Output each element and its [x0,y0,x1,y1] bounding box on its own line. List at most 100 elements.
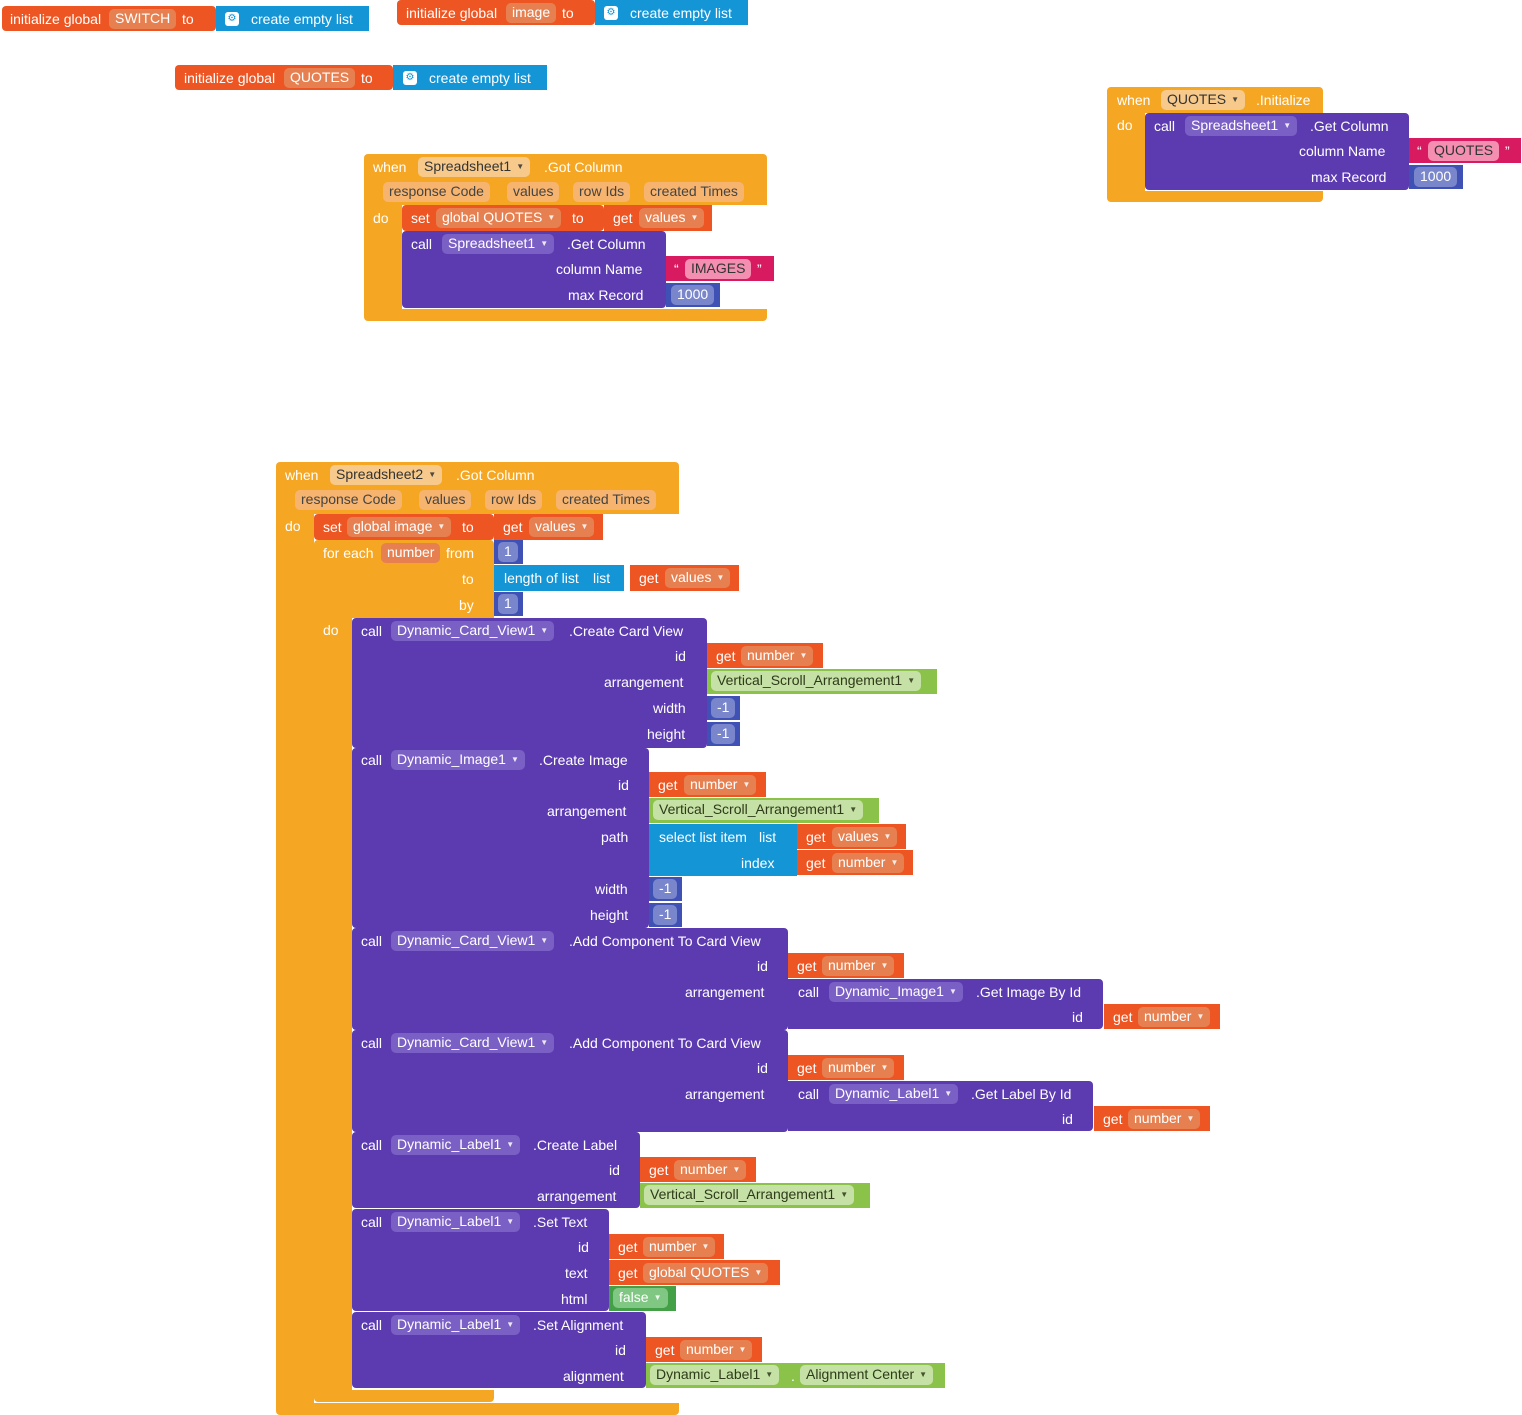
quote-close: ” [1505,143,1510,159]
variable-dropdown[interactable]: values▼ [665,568,731,588]
variable-dropdown[interactable]: number▼ [674,1160,747,1180]
number-value[interactable]: 1000 [1414,167,1458,187]
list-label: list [759,829,777,845]
variable-dropdown[interactable]: number▼ [832,853,905,873]
variable-dropdown[interactable]: values▼ [639,208,705,228]
id-label: id [1062,1111,1073,1127]
to-label: to [562,5,574,21]
variable-dropdown[interactable]: global QUOTES▼ [643,1263,769,1283]
component-dropdown[interactable]: Vertical_Scroll_Arrangement1▼ [653,800,864,820]
length-of-list-block[interactable] [494,565,624,591]
component-dropdown[interactable]: Dynamic_Label1▼ [650,1365,780,1385]
component-dropdown[interactable]: Spreadsheet1▼ [418,157,531,177]
component-dropdown[interactable]: Dynamic_Image1▼ [829,982,963,1002]
component-dropdown[interactable]: Dynamic_Label1▼ [391,1212,521,1232]
variable-dropdown[interactable]: global image▼ [347,517,452,537]
global-name-quotes[interactable]: QUOTES [284,68,356,88]
alignment-dropdown[interactable]: Alignment Center▼ [800,1365,934,1385]
loop-variable[interactable]: number [381,543,441,563]
boolean-dropdown[interactable]: false▼ [613,1288,668,1308]
id-label: id [675,648,686,664]
from-value[interactable]: 1 [498,542,518,562]
component-dropdown[interactable]: Spreadsheet1▼ [1185,116,1298,136]
text-value[interactable]: IMAGES [685,259,752,279]
global-name-image[interactable]: image [506,3,557,23]
method-name: .Get Column [1310,118,1389,134]
param-response-code[interactable]: response Code [383,182,490,202]
component-dropdown[interactable]: Dynamic_Label1▼ [829,1084,959,1104]
get-label: get [613,210,633,226]
event-body-left [276,514,314,1406]
method-name: .Create Label [533,1137,618,1153]
call-create-image-block[interactable] [352,748,649,928]
variable-dropdown[interactable]: number▼ [680,1340,753,1360]
select-list-item-block[interactable] [649,824,797,876]
create-empty-list-block[interactable] [393,65,547,90]
gear-icon[interactable]: ⚙ [604,6,618,20]
index-label: index [741,855,775,871]
variable-dropdown[interactable]: number▼ [822,1058,895,1078]
select-list-item-label: select list item [659,829,747,845]
variable-dropdown[interactable]: values▼ [832,827,898,847]
param-values[interactable]: values [507,182,560,202]
component-dropdown[interactable]: Dynamic_Card_View1▼ [391,621,555,641]
component-dropdown[interactable]: Dynamic_Label1▼ [391,1315,521,1335]
id-label: id [618,777,629,793]
method-name: .Create Image [539,752,628,768]
global-name-switch[interactable]: SWITCH [109,9,177,29]
call-label: call [361,933,383,949]
component-dropdown[interactable]: Dynamic_Label1▼ [391,1135,521,1155]
variable-dropdown[interactable]: number▼ [643,1237,716,1257]
width-value[interactable]: -1 [711,698,736,718]
get-label: get [1113,1009,1133,1025]
for-each-label: for each [323,545,374,561]
create-empty-list-block[interactable] [595,0,748,25]
component-dropdown[interactable]: Dynamic_Card_View1▼ [391,931,555,951]
variable-dropdown[interactable]: number▼ [1138,1007,1211,1027]
height-value[interactable]: -1 [711,724,736,744]
create-empty-list-block[interactable] [216,6,369,31]
param-created-times[interactable]: created Times [556,490,656,510]
get-label: get [649,1162,669,1178]
width-value[interactable]: -1 [653,879,678,899]
by-value[interactable]: 1 [498,594,518,614]
param-created-times[interactable]: created Times [644,182,744,202]
param-row-ids[interactable]: row Ids [573,182,631,202]
id-label: id [615,1342,626,1358]
get-label: get [658,777,678,793]
component-dropdown[interactable]: Vertical_Scroll_Arrangement1▼ [711,671,922,691]
text-value[interactable]: QUOTES [1428,141,1500,161]
height-value[interactable]: -1 [653,905,678,925]
param-row-ids[interactable]: row Ids [485,490,543,510]
call-label: call [361,1137,383,1153]
variable-dropdown[interactable]: values▼ [529,517,595,537]
gear-icon[interactable]: ⚙ [403,71,417,85]
gear-icon[interactable]: ⚙ [225,12,239,26]
method-name: .Add Component To Card View [569,1035,761,1051]
component-dropdown[interactable]: QUOTES▼ [1161,90,1246,110]
variable-dropdown[interactable]: number▼ [741,646,814,666]
arrangement-label: arrangement [547,803,627,819]
number-value[interactable]: 1000 [671,285,715,305]
param-values[interactable]: values [419,490,472,510]
component-dropdown[interactable]: Dynamic_Image1▼ [391,750,525,770]
length-of-list-label: length of list [504,570,579,586]
from-label: from [446,545,474,561]
param-response-code[interactable]: response Code [295,490,402,510]
component-dropdown[interactable]: Spreadsheet1▼ [442,234,555,254]
variable-dropdown[interactable]: number▼ [684,775,757,795]
variable-dropdown[interactable]: number▼ [1128,1109,1201,1129]
get-label: get [618,1239,638,1255]
component-dropdown[interactable]: Spreadsheet2▼ [330,465,443,485]
component-dropdown[interactable]: Dynamic_Card_View1▼ [391,1033,555,1053]
variable-dropdown[interactable]: global QUOTES▼ [436,208,562,228]
component-dropdown[interactable]: Vertical_Scroll_Arrangement1▼ [644,1185,855,1205]
column-name-label: column Name [1299,143,1386,159]
init-global-image-block[interactable] [397,0,595,25]
event-body-bottom [276,1403,679,1415]
get-label: get [1103,1111,1123,1127]
variable-dropdown[interactable]: number▼ [822,956,895,976]
when-label: when [373,159,407,175]
when-label: when [1117,92,1151,108]
html-label: html [561,1291,588,1307]
